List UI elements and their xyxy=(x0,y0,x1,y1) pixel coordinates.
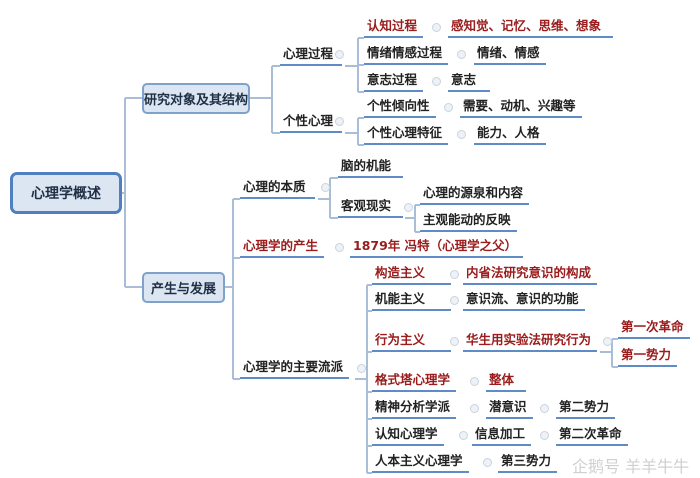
collapse-icon[interactable] xyxy=(450,337,459,346)
node-reality-source[interactable]: 心理的源泉和内容 xyxy=(420,185,530,205)
collapse-icon[interactable] xyxy=(459,431,468,440)
node-emotion-process[interactable]: 情绪情感过程 xyxy=(364,45,449,65)
node-essence[interactable]: 心理的本质 xyxy=(240,179,315,199)
node-cognitive-value[interactable]: 感知觉、记忆、思维、想象 xyxy=(448,18,614,38)
node-will-value[interactable]: 意志 xyxy=(448,72,491,92)
node-personality[interactable]: 个性心理 xyxy=(280,113,342,133)
collapse-icon[interactable] xyxy=(335,243,344,252)
school-psychoanalysis-value[interactable]: 潜意识 xyxy=(486,399,533,419)
collapse-icon[interactable] xyxy=(457,130,466,139)
collapse-icon[interactable] xyxy=(540,404,549,413)
root-node[interactable]: 心理学概述 xyxy=(10,172,122,214)
node-origin[interactable]: 心理学的产生 xyxy=(240,238,325,258)
node-research-object[interactable]: 研究对象及其结构 xyxy=(142,83,250,114)
node-first-force[interactable]: 第一势力 xyxy=(618,347,678,367)
collapse-icon[interactable] xyxy=(404,203,413,212)
collapse-icon[interactable] xyxy=(335,117,344,126)
collapse-icon[interactable] xyxy=(335,50,344,59)
node-mental-process[interactable]: 心理过程 xyxy=(280,46,342,66)
school-humanistic-value[interactable]: 第三势力 xyxy=(498,453,558,473)
school-functionalism[interactable]: 机能主义 xyxy=(372,291,451,311)
node-development[interactable]: 产生与发展 xyxy=(142,272,225,303)
node-objective-reality[interactable]: 客观现实 xyxy=(338,198,404,218)
school-psychoanalysis[interactable]: 精神分析学派 xyxy=(372,399,457,419)
node-personality-tendency[interactable]: 个性倾向性 xyxy=(364,98,436,118)
collapse-icon[interactable] xyxy=(603,337,612,346)
collapse-icon[interactable] xyxy=(357,364,366,373)
node-first-revolution[interactable]: 第一次革命 xyxy=(618,319,690,339)
school-behaviorism[interactable]: 行为主义 xyxy=(372,332,451,352)
collapse-icon[interactable] xyxy=(432,23,441,32)
school-gestalt[interactable]: 格式塔心理学 xyxy=(372,372,457,392)
collapse-icon[interactable] xyxy=(470,377,479,386)
node-personality-traits[interactable]: 个性心理特征 xyxy=(364,125,449,145)
school-behaviorism-value[interactable]: 华生用实验法研究行为 xyxy=(463,332,598,352)
node-second-revolution[interactable]: 第二次革命 xyxy=(556,426,628,446)
collapse-icon[interactable] xyxy=(321,183,330,192)
school-functionalism-value[interactable]: 意识流、意识的功能 xyxy=(463,291,585,311)
school-structuralism[interactable]: 构造主义 xyxy=(372,265,451,285)
collapse-icon[interactable] xyxy=(450,296,459,305)
collapse-icon[interactable] xyxy=(432,77,441,86)
school-cognitive[interactable]: 认知心理学 xyxy=(372,426,444,446)
node-will-process[interactable]: 意志过程 xyxy=(364,72,424,92)
watermark: 企鹅号 羊羊牛牛 xyxy=(572,457,690,476)
node-origin-value[interactable]: 1879年 冯特（心理学之父） xyxy=(350,238,524,258)
school-gestalt-value[interactable]: 整体 xyxy=(486,372,527,392)
school-cognitive-value[interactable]: 信息加工 xyxy=(472,426,532,446)
node-schools[interactable]: 心理学的主要流派 xyxy=(240,359,350,379)
node-reality-reflection[interactable]: 主观能动的反映 xyxy=(420,212,517,232)
node-second-force[interactable]: 第二势力 xyxy=(556,399,616,419)
collapse-icon[interactable] xyxy=(540,431,549,440)
collapse-icon[interactable] xyxy=(450,270,459,279)
school-structuralism-value[interactable]: 内省法研究意识的构成 xyxy=(463,265,598,285)
collapse-icon[interactable] xyxy=(457,50,466,59)
collapse-icon[interactable] xyxy=(470,404,479,413)
node-tendency-value[interactable]: 需要、动机、兴趣等 xyxy=(460,98,582,118)
school-humanistic[interactable]: 人本主义心理学 xyxy=(372,453,469,473)
node-brain-function[interactable]: 脑的机能 xyxy=(338,158,404,178)
node-cognitive-process[interactable]: 认知过程 xyxy=(364,18,424,38)
collapse-icon[interactable] xyxy=(483,458,492,467)
node-emotion-value[interactable]: 情绪、情感 xyxy=(474,45,546,65)
node-traits-value[interactable]: 能力、人格 xyxy=(474,125,546,145)
collapse-icon[interactable] xyxy=(444,103,453,112)
